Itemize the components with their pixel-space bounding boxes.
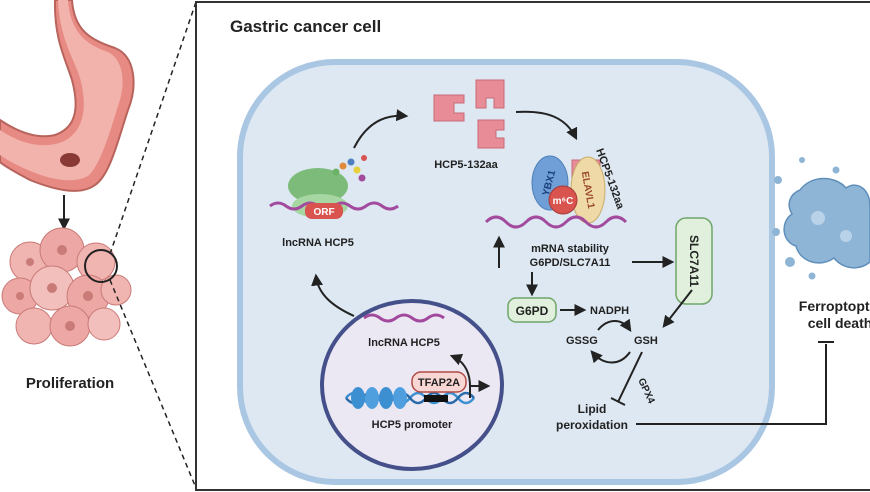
hcp5-132aa-label: HCP5-132aa <box>434 159 498 171</box>
gsh-label: GSH <box>634 335 658 347</box>
zoom-line-bottom <box>109 279 197 489</box>
slc7a11-to-gsh-arrow <box>662 289 693 328</box>
tumor-cluster <box>1 227 132 347</box>
binding-arrow <box>515 110 578 141</box>
inhibition-line <box>636 344 827 425</box>
mrna-targets-label: G6PD/SLC7A11 <box>530 257 611 269</box>
nuclear-lncrna-strand <box>363 313 445 323</box>
export-arrow <box>311 273 355 317</box>
mrna-strand <box>484 215 628 229</box>
nadph-label: NADPH <box>590 305 629 317</box>
hcp5-132aa-peptides <box>433 79 505 149</box>
g6pd-box <box>507 297 557 323</box>
inset-title: Gastric cancer cell <box>230 17 381 36</box>
tss-arrow <box>469 380 491 398</box>
zoom-circle <box>84 249 118 283</box>
gsh-to-gssg-arrow <box>590 350 631 364</box>
g6pd-label: G6PD <box>516 304 549 318</box>
gssg-to-gsh-arrow <box>597 318 632 332</box>
tfap2a-label: TFAP2A <box>418 377 460 389</box>
tumor-spot <box>60 153 80 167</box>
gssg-label: GSSG <box>566 335 598 347</box>
nascent-peptide-chain <box>332 155 367 182</box>
hcp5-promoter-label: HCP5 promoter <box>372 419 453 431</box>
transcription-arrow <box>449 354 471 387</box>
m6c-label: m⁶C <box>553 196 574 207</box>
lncrna-hcp5-label: lncRNA HCP5 <box>282 237 354 249</box>
dying-cell-illustration <box>772 157 870 280</box>
gpx4-inhibition-bar <box>610 397 626 406</box>
translation-arrow <box>353 109 409 149</box>
peroxidation-label: peroxidation <box>556 418 628 432</box>
nuclear-lncrna-label: lncRNA HCP5 <box>368 337 440 349</box>
orf-box <box>305 203 343 219</box>
mrna-stability-label: mRNA stability <box>531 243 610 255</box>
stomach-illustration <box>0 0 135 192</box>
slc7a11-box <box>675 217 713 305</box>
ferroptosis-label-line1: Ferroptoptic <box>799 298 870 314</box>
dna-helix <box>345 387 475 409</box>
m6c-mark <box>548 185 578 215</box>
orf-label: ORF <box>313 207 334 218</box>
ferroptosis-label-line2: cell death <box>808 315 870 331</box>
proliferation-label: Proliferation <box>26 375 114 392</box>
slc7a11-label: SLC7A11 <box>687 235 701 287</box>
lipid-label: Lipid <box>578 402 607 416</box>
tfap2a-box <box>411 371 467 393</box>
gpx4-inhibition-line <box>617 351 643 403</box>
